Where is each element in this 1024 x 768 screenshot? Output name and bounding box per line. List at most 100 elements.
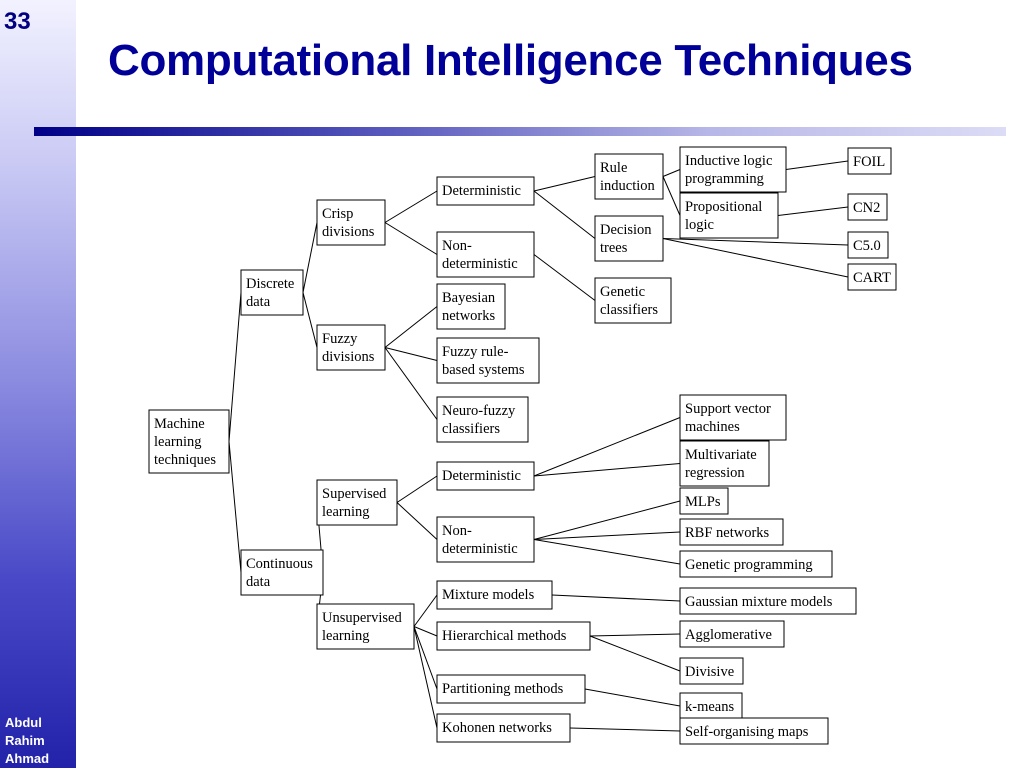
node-rbf: RBF networks — [679, 518, 784, 546]
node-neurofuzzy: Neuro-fuzzy classifiers — [436, 396, 529, 443]
node-label-ml: Machine — [154, 416, 205, 432]
node-label-gp: Genetic programming — [685, 557, 813, 573]
node-label-ml: techniques — [154, 452, 216, 468]
node-box-cart — [847, 263, 897, 291]
node-det1: Deterministic — [436, 176, 535, 206]
node-box-nondet2 — [436, 516, 535, 563]
node-label-mlps: MLPs — [685, 494, 721, 510]
node-divisive: Divisive — [679, 657, 744, 685]
edge-det2-multireg — [533, 463, 681, 477]
node-label-continuous: Continuous — [246, 556, 313, 572]
edge-det1-dtrees — [533, 190, 596, 239]
node-box-ml — [148, 409, 230, 474]
node-foil: FOIL — [847, 147, 892, 175]
node-box-ilp — [679, 146, 787, 193]
edge-hier-agglo — [589, 633, 681, 637]
node-box-foil — [847, 147, 892, 175]
node-ml: Machine learning techniques — [148, 409, 230, 474]
node-partition: Partitioning methods — [436, 674, 586, 704]
node-label-som: Self-organising maps — [685, 724, 809, 740]
edge-unsupervised-kohonen — [413, 626, 438, 729]
node-box-kohonen — [436, 713, 571, 743]
node-label-partition: Partitioning methods — [442, 681, 564, 697]
node-agglo: Agglomerative — [679, 620, 785, 648]
node-label-foil: FOIL — [853, 154, 885, 170]
node-label-hier: Hierarchical methods — [442, 628, 567, 644]
node-mlps: MLPs — [679, 487, 729, 515]
node-label-divisive: Divisive — [685, 664, 734, 680]
node-cn2: CN2 — [847, 193, 888, 221]
node-label-bayes: Bayesian — [442, 290, 496, 306]
node-label-rbf: RBF networks — [685, 525, 770, 541]
node-label-agglo: Agglomerative — [685, 627, 772, 643]
node-kmeans: k-means — [679, 692, 743, 720]
node-box-agglo — [679, 620, 785, 648]
author-last-name: Ahmad — [5, 751, 50, 766]
node-label-fuzzyrule: Fuzzy rule- — [442, 344, 509, 360]
edge-crisp-det1 — [384, 190, 438, 223]
node-label-dtrees: trees — [600, 240, 628, 256]
node-label-det1: Deterministic — [442, 183, 521, 199]
edge-supervised-det2 — [396, 475, 438, 503]
node-box-crisp — [316, 199, 386, 246]
node-label-multireg: Multivariate — [685, 447, 757, 463]
node-label-nondet2: deterministic — [442, 541, 518, 557]
node-label-gmm: Gaussian mixture models — [685, 594, 833, 610]
node-label-neurofuzzy: Neuro-fuzzy — [442, 403, 516, 419]
node-box-neurofuzzy — [436, 396, 529, 443]
node-label-discrete: Discrete — [246, 276, 294, 292]
node-label-det2: Deterministic — [442, 468, 521, 484]
node-label-ilp: programming — [685, 171, 764, 187]
edge-partition-kmeans — [584, 688, 681, 707]
edge-kohonen-som — [569, 727, 681, 732]
node-box-proplogic — [679, 192, 779, 239]
node-label-dtrees: Decision — [600, 222, 652, 238]
slide-title: Computational Intelligence Techniques — [108, 36, 913, 85]
author-first-name: Abdul — [5, 715, 42, 730]
node-fuzzyrule: Fuzzy rule-based systems — [436, 337, 540, 384]
node-box-fuzzy — [316, 324, 386, 371]
node-label-cart: CART — [853, 270, 891, 286]
edge-discrete-fuzzy — [302, 292, 318, 348]
node-label-discrete: data — [246, 294, 271, 310]
node-box-mixture — [436, 580, 553, 610]
node-nondet2: Non-deterministic — [436, 516, 535, 563]
node-hier: Hierarchical methods — [436, 621, 591, 651]
edge-layer — [228, 160, 849, 732]
slide-number: 33 — [4, 8, 31, 35]
node-label-crisp: Crisp — [322, 206, 353, 222]
node-label-unsupervised: learning — [322, 628, 370, 644]
node-label-genetic: classifiers — [600, 302, 658, 318]
node-label-neurofuzzy: classifiers — [442, 421, 500, 437]
edge-dtrees-cart — [662, 238, 849, 278]
node-label-c50: C5.0 — [853, 238, 881, 254]
node-mixture: Mixture models — [436, 580, 553, 610]
edge-dtrees-c50 — [662, 238, 849, 246]
edge-unsupervised-partition — [413, 626, 438, 690]
node-det2: Deterministic — [436, 461, 535, 491]
node-label-ml: learning — [154, 434, 202, 450]
node-box-rbf — [679, 518, 784, 546]
node-box-svm — [679, 394, 787, 441]
node-box-ruleind — [594, 153, 664, 200]
edge-hier-divisive — [589, 635, 681, 672]
edge-ruleind-ilp — [662, 169, 681, 177]
node-box-cn2 — [847, 193, 888, 221]
node-label-ilp: Inductive logic — [685, 153, 772, 169]
node-label-svm: Support vector — [685, 401, 771, 417]
node-box-supervised — [316, 479, 398, 526]
node-label-fuzzyrule: based systems — [442, 362, 525, 378]
node-nondet1: Non-deterministic — [436, 231, 535, 278]
edge-ruleind-proplogic — [662, 176, 681, 216]
title-underline-bar — [34, 127, 1006, 136]
node-box-det1 — [436, 176, 535, 206]
